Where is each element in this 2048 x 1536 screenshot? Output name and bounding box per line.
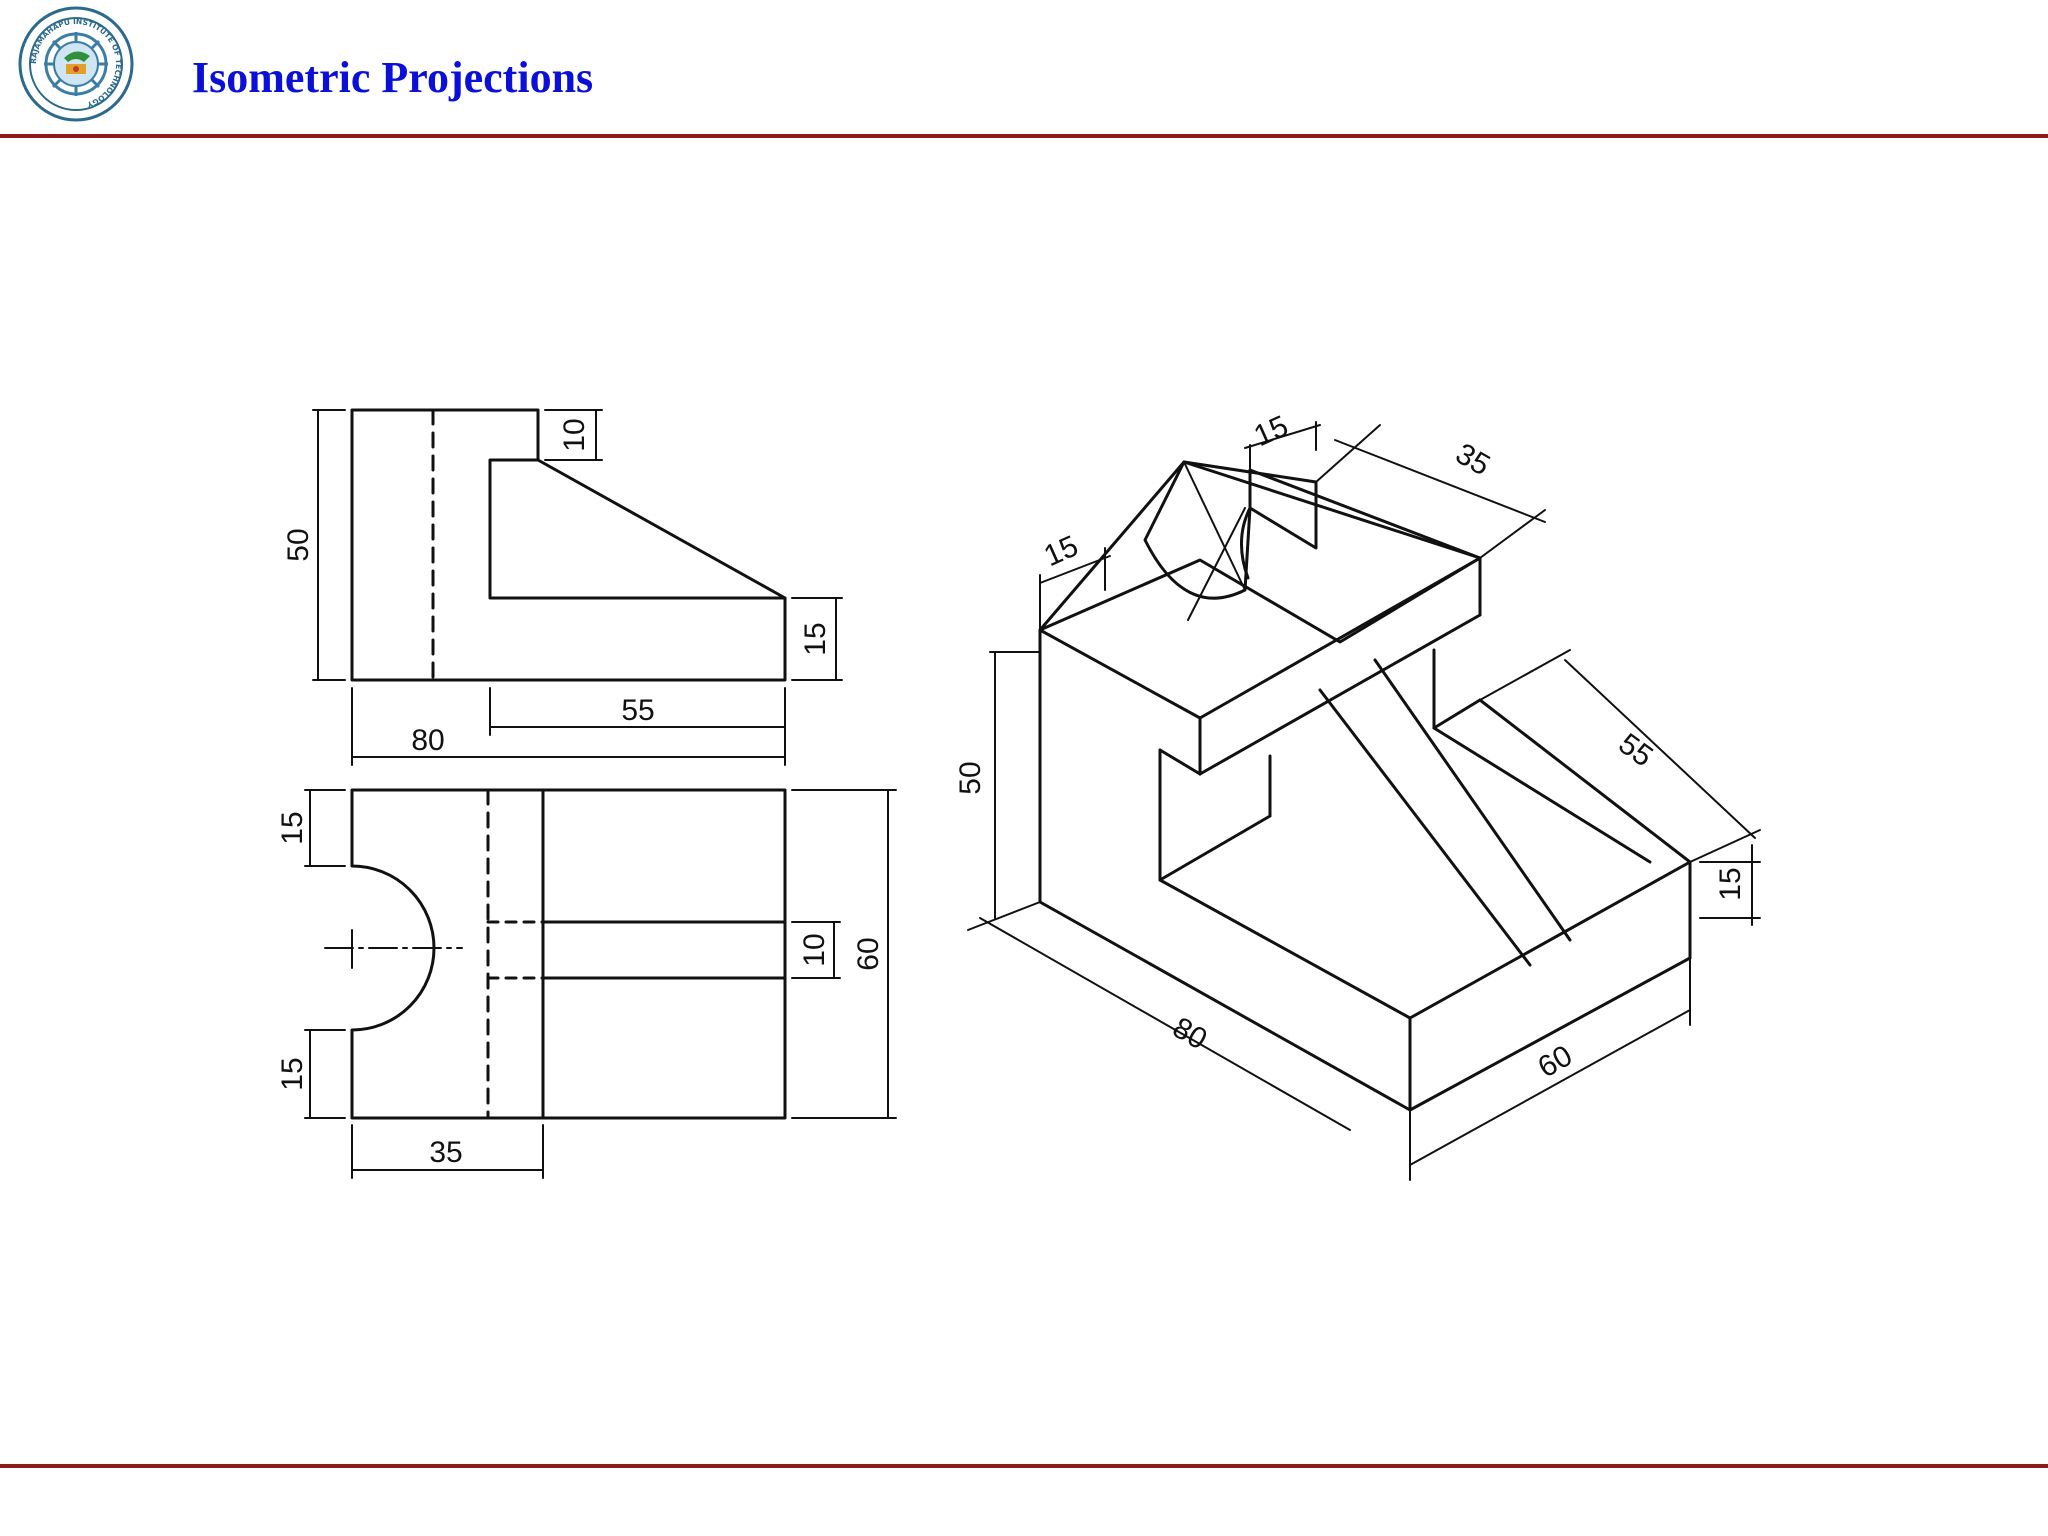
fv-dim-top-step: 10: [558, 418, 591, 451]
tv-dim-slot-length: 35: [429, 1136, 462, 1169]
fv-dim-total-length: 80: [411, 724, 444, 757]
institute-logo: RAJAMAHAPU INSTITUTE OF TECHNOLOGY: [18, 6, 134, 122]
tv-dim-top-offset: 15: [276, 811, 309, 844]
tv-dim-bottom-offset: 15: [276, 1057, 309, 1090]
iso-dim-length: 80: [1167, 1011, 1212, 1056]
iso-dim-radius: 15: [1039, 529, 1083, 573]
iso-dim-slot-width: 15: [1249, 409, 1293, 453]
fv-dim-sloped-length: 55: [621, 694, 654, 727]
isometric-view: [967, 421, 1761, 1181]
iso-dim-height: 50: [954, 761, 987, 794]
front-view-outline: [350, 408, 787, 682]
fv-dim-base-height: 15: [799, 622, 832, 655]
iso-dim-width: 60: [1533, 1039, 1578, 1084]
tv-dim-width: 60: [852, 937, 885, 970]
front-view-slope: [536, 458, 787, 600]
iso-slab-top-face: [1038, 460, 1482, 644]
iso-dim-base-length: 55: [1612, 727, 1658, 773]
footer-rule: [0, 1464, 2048, 1468]
top-view-outline: [350, 788, 787, 1120]
tv-dim-slot: 10: [798, 933, 831, 966]
page-title: Isometric Projections: [192, 53, 594, 102]
header-rule: [0, 134, 2048, 138]
front-view: [312, 408, 843, 766]
fv-dim-height: 50: [282, 528, 315, 561]
iso-dim-top-length: 35: [1450, 437, 1495, 482]
top-view: [304, 788, 897, 1179]
iso-dim-base-height: 15: [1714, 867, 1747, 900]
